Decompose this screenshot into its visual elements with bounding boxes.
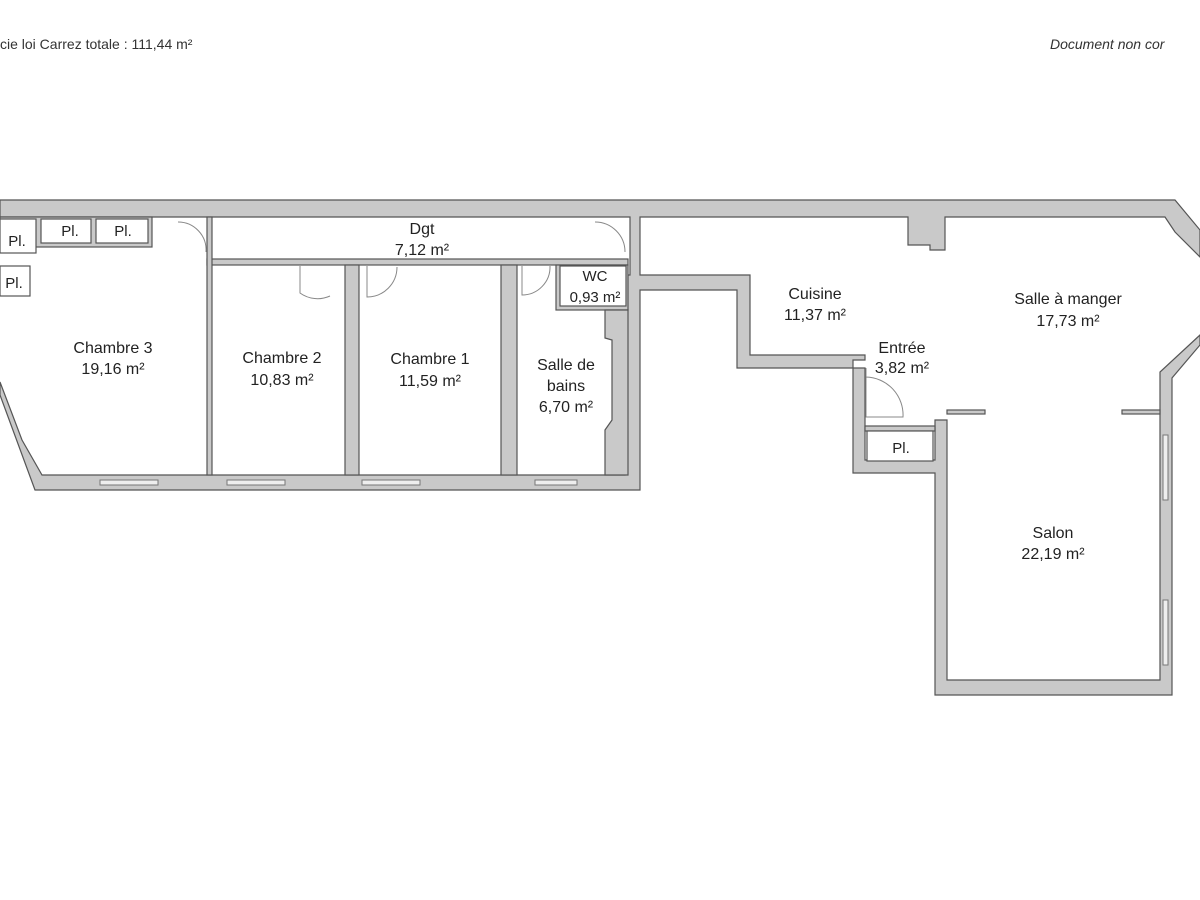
wc-room xyxy=(559,265,627,307)
wall-dgt-bottom xyxy=(206,258,629,266)
room-area: 22,19 m² xyxy=(1021,546,1085,563)
closet xyxy=(95,218,149,244)
room-name: Cuisine xyxy=(788,286,841,303)
door-swing xyxy=(594,221,626,253)
wall-ch3-ch2 xyxy=(206,216,213,476)
windows xyxy=(99,434,1169,666)
closet-label: Pl. xyxy=(61,223,79,240)
room-area: 10,83 m² xyxy=(250,372,314,389)
room-area: 11,37 m² xyxy=(784,307,847,324)
door-swing xyxy=(521,265,551,296)
room-area: 3,82 m² xyxy=(875,360,930,377)
room-name: bains xyxy=(547,378,585,395)
wall-ch1-sdb xyxy=(500,264,518,476)
closet-label: Pl. xyxy=(114,223,132,240)
closet xyxy=(0,265,31,297)
room-name: Chambre 3 xyxy=(73,340,152,357)
door-swing xyxy=(366,266,398,298)
closet xyxy=(40,218,92,244)
door-swing xyxy=(865,368,904,418)
doors xyxy=(177,221,904,418)
total-area-label: cie loi Carrez totale : 111,44 m² xyxy=(0,36,193,52)
window xyxy=(534,479,578,486)
room-area: 0,93 m² xyxy=(570,289,621,306)
room-area: 6,70 m² xyxy=(539,399,594,416)
room-name: Salon xyxy=(1033,525,1074,542)
wall-ch2-ch1 xyxy=(344,264,360,476)
room-name: Salle de xyxy=(537,357,595,374)
window xyxy=(99,479,159,486)
window xyxy=(226,479,286,486)
closet-label: Pl. xyxy=(5,275,23,292)
disclaimer-label: Document non cor xyxy=(1050,36,1165,52)
room-name: WC xyxy=(583,268,608,285)
door-swing xyxy=(299,266,331,300)
room-area: 11,59 m² xyxy=(399,373,462,390)
wall-stub xyxy=(1121,409,1161,415)
closet-label: Pl. xyxy=(892,440,910,457)
room-area: 19,16 m² xyxy=(81,361,145,378)
walls xyxy=(0,199,1200,696)
room-area: 7,12 m² xyxy=(395,242,450,259)
room-name: Entrée xyxy=(878,340,925,357)
room-name: Salle à manger xyxy=(1014,291,1122,308)
door-swing xyxy=(177,221,207,253)
closet-entree xyxy=(866,430,934,462)
room-name: Dgt xyxy=(410,221,435,238)
room-area: 17,73 m² xyxy=(1036,313,1100,330)
window xyxy=(1162,599,1169,666)
window xyxy=(361,479,421,486)
closet-label: Pl. xyxy=(8,233,26,250)
wall-entree-closet xyxy=(864,425,936,432)
wall-stub xyxy=(946,409,986,415)
wall-sdb-right xyxy=(604,309,629,476)
room-name: Chambre 1 xyxy=(390,351,469,368)
room-name: Chambre 2 xyxy=(242,350,321,367)
window xyxy=(1162,434,1169,501)
outer-wall xyxy=(0,199,1200,696)
room-labels: Chambre 3 19,16 m² Chambre 2 10,83 m² Ch… xyxy=(5,221,1122,563)
closet xyxy=(0,218,37,254)
